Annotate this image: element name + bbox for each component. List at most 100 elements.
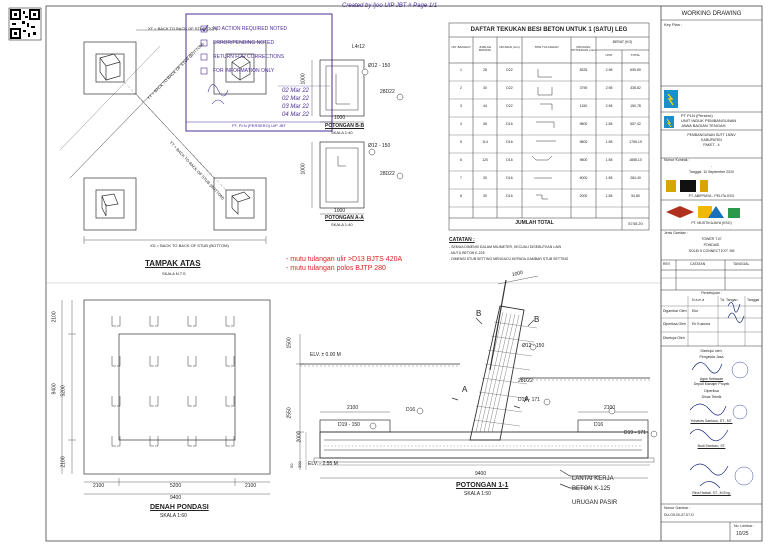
plan-title: TAMPAK ATAS — [145, 259, 201, 268]
contractor-logos — [666, 180, 740, 218]
fp-dim-bot-left: 2100 — [93, 483, 105, 489]
review-stamp — [185, 13, 333, 132]
tb-project-3: PAKET - 4 — [703, 143, 720, 147]
table-cell: 94.80 — [631, 194, 640, 198]
table-cell: D16 — [506, 158, 513, 162]
table-cell: 2.98 — [605, 104, 613, 108]
table-cell: 1150 — [579, 104, 588, 108]
plan-scale: SKALA N.T.S — [162, 271, 186, 276]
table-cell: 1.58 — [605, 176, 613, 180]
s11-dim-2100-r: 2100 — [604, 405, 616, 411]
tb-owner-3: JAWA BAGIAN TENGAH — [681, 123, 726, 128]
fp-dim-bot-total: 9400 — [170, 495, 182, 501]
aa-dim-bottom: 1000 — [334, 208, 346, 214]
tb-name-2: Eri Kusuma — [692, 322, 711, 326]
table-cell: 120 — [482, 158, 488, 162]
table-cell: 1.58 — [605, 194, 613, 198]
table-cell: 9800 — [579, 158, 588, 162]
s11-lantai: LANTAI KERJA — [572, 476, 614, 482]
s11-d19-right: D19 - 171 — [518, 397, 540, 403]
fp-dim-left-mid: 5200 — [60, 385, 67, 397]
fp-dim-bot-right: 2100 — [245, 483, 257, 489]
s11-dim-9400: 9400 — [475, 471, 487, 477]
stamp-date-1: 02 Mar 22 — [282, 88, 310, 94]
table-cell: 338.82 — [630, 86, 641, 90]
title-block-grid — [661, 19, 762, 541]
stamp-date-3: 03 Mar 22 — [282, 104, 310, 110]
tb-job-2: PONDASI — [703, 243, 720, 247]
tb-date-col: Tanggal — [747, 298, 760, 302]
rebar-hook — [225, 316, 235, 327]
stamp-item-1: NO ACTION REQUIRED NOTED — [213, 26, 288, 32]
bb-rebar-side: 28D22 — [380, 89, 395, 95]
tb-name-col: N a m a — [692, 298, 705, 302]
s11-rebar-d12: Ø12 - 150 — [522, 343, 545, 349]
table-cell: 1.58 — [605, 158, 613, 162]
stamp-footer: PT. PLN (PERSERO) UIP JBT — [232, 123, 286, 128]
plan-bottom-label: XD = BACK TO BACK OF STUB (BOTTOM) — [150, 243, 229, 248]
tb-sign-col: Td. Tangan — [720, 298, 738, 302]
s11-dim-1500: 1500 — [286, 337, 293, 349]
table-cell: 30 — [483, 194, 487, 198]
table-cell: 36 — [483, 122, 487, 126]
table-cell: 2.98 — [605, 86, 613, 90]
fp-dim-left-total: 9400 — [51, 383, 58, 395]
tb-key-plan: Key Plan : — [664, 22, 683, 27]
tb-contract-date: Tanggal, 10 September 2020 — [689, 170, 734, 174]
table-cell: 3 — [460, 104, 462, 108]
table-cell: 8 — [460, 194, 462, 198]
bb-rebar-top: Ø12 - 150 — [368, 63, 391, 69]
rebar-hook — [149, 356, 159, 367]
plan-top-label: XT = BACK TO BACK OF STUB (TOP) — [148, 26, 218, 31]
rebar-hook — [111, 396, 121, 407]
rebar-hook — [187, 316, 197, 327]
aa-scale: SKALA 1:40 — [331, 222, 353, 227]
table-cell: 28 — [483, 68, 487, 72]
table-cell: 7 — [460, 176, 462, 180]
fp-dim-bot-mid: 5200 — [170, 483, 182, 489]
s11-mark-b-left: B — [476, 309, 482, 318]
tb-approval: Persetujuan : — [701, 291, 722, 295]
tb-approved-by: Disetujui oleh, — [700, 349, 723, 353]
table-cell: D16 — [506, 140, 513, 144]
table-cell: 30 — [483, 86, 487, 90]
s11-mark-b-right: B — [534, 315, 540, 324]
foundation-plan-drawing — [61, 299, 271, 495]
tb-sig-1: Agus Setiawan — [699, 377, 724, 381]
tb-contract: Nomor Kontrak : — [664, 158, 690, 162]
stamp-date-4: 04 Mar 22 — [282, 112, 310, 118]
s11-dim-2100-l: 2100 — [347, 405, 359, 411]
s11-mark-a-right: A — [524, 395, 530, 404]
fp-scale: SKALA 1:60 — [160, 513, 187, 519]
note-1: - SEMUA DIMENSI DALAM MILIMETER, KECUALI… — [449, 245, 562, 249]
table-cell: 1.58 — [605, 122, 613, 126]
s11-mark-a-left: A — [462, 385, 468, 394]
stamps — [731, 361, 754, 486]
tb-project-2: KABUPATEN — [701, 138, 722, 142]
note-3: - DIMENSI STUB SETTING MENGACU KEPADA GA… — [449, 257, 569, 261]
rebar-hook — [187, 356, 197, 367]
s11-title: POTONGAN 1-1 — [456, 482, 509, 489]
rebar-hook — [187, 396, 197, 407]
tb-sheet-label: No. Lembar : — [734, 524, 755, 528]
s11-d19-left: D19 - 150 — [338, 422, 360, 428]
table-cell: 30 — [483, 176, 487, 180]
section-11-drawing — [296, 275, 655, 489]
s11-beton: BETON K-125 — [572, 486, 611, 492]
stamp-item-2: ERROR/PENDING NOTED — [213, 40, 275, 46]
rebar-hook — [149, 316, 159, 327]
rebar-hook — [111, 356, 121, 367]
stamp-item-4: FOR INFORMATION ONLY — [213, 68, 275, 74]
tb-owner-1: PT PLN (Persero) — [681, 113, 713, 118]
table-header-cell: UKURAN (mm) — [499, 45, 520, 49]
s11-d16-left: D16 — [406, 407, 416, 413]
tb-sig-1-title: Deputi Manajer Proyek — [693, 382, 730, 386]
bb-title: POTONGAN B-B — [325, 123, 365, 129]
tb-sheet-val: 10/25 — [736, 531, 749, 537]
stamp-date-2: 02 Mar 22 — [282, 96, 310, 102]
fp-dim-left-top: 2100 — [51, 311, 58, 323]
header-note: Created by Ijoo UIP JBT # Page 1/1 — [342, 3, 438, 9]
stamp-item-3: RETURN FOR CORRECTIONS — [213, 54, 285, 60]
notes-title: CATATAN : — [449, 237, 475, 243]
bb-scale: SKALA 1:40 — [331, 130, 353, 135]
